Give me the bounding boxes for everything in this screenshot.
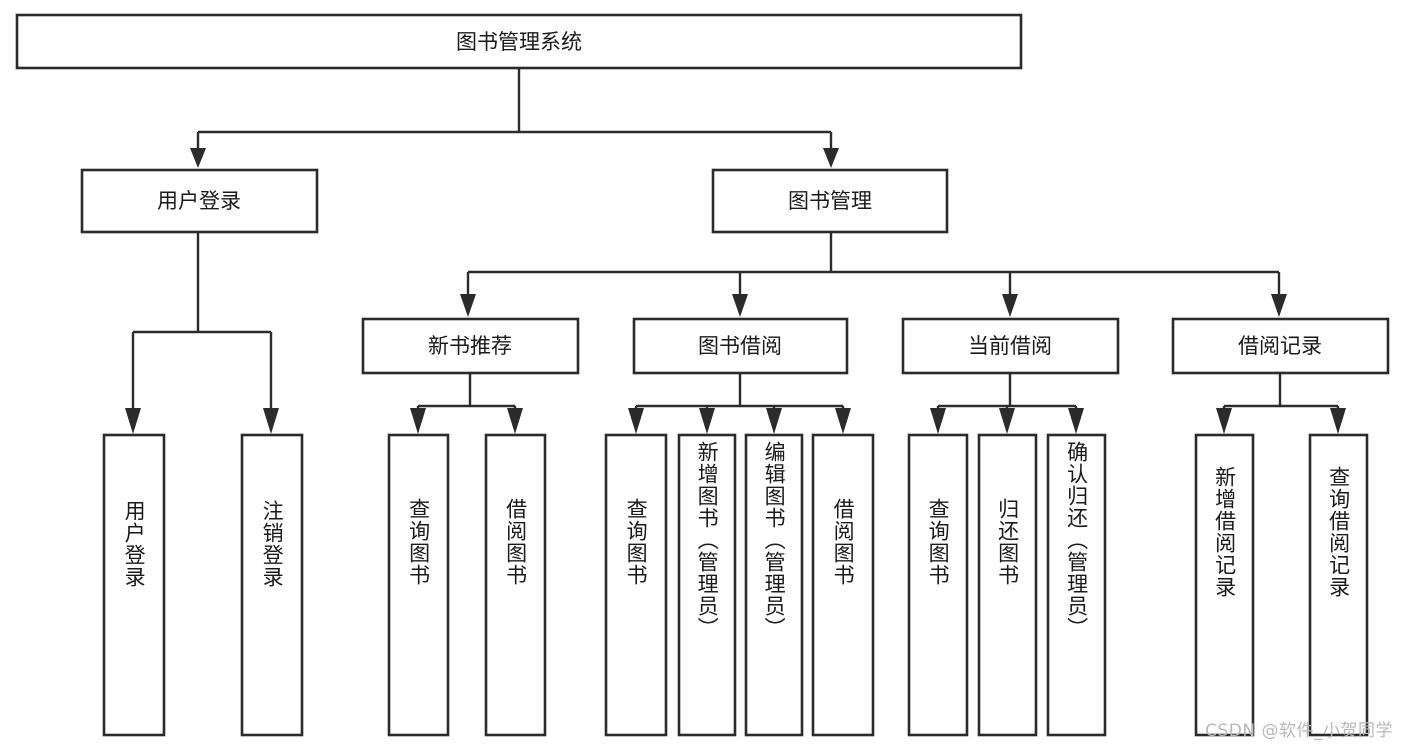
leaf-box-borrowrecord-add[interactable] [1194, 433, 1255, 737]
leaf-box-currentborrow-confirm[interactable] [1046, 433, 1107, 737]
arrow-currentborrow-leaf1 [930, 408, 946, 434]
leaf-box-borrowrecord-query[interactable] [1308, 433, 1369, 737]
node-root-book-management-system[interactable]: 图书管理系统 [15, 13, 1023, 70]
arrow-currentborrow-leaf2 [999, 408, 1015, 434]
node-book-management-label: 图书管理 [788, 189, 872, 213]
arrow-bookmgmt-to-bookborrow [732, 294, 748, 317]
arrow-userlogin-leaf2 [263, 408, 279, 434]
leaf-boxes-current-borrow [907, 433, 1107, 737]
leaf-box-user-login-login[interactable] [102, 433, 166, 737]
leaf-box-bookborrow-add[interactable] [677, 433, 737, 737]
leaf-box-bookborrow-query[interactable] [604, 433, 668, 737]
node-user-login[interactable]: 用户登录 [80, 168, 319, 234]
node-borrow-record[interactable]: 借阅记录 [1171, 317, 1390, 375]
arrow-bookmgmt-to-borrowrecord [1271, 294, 1287, 317]
node-user-login-label: 用户登录 [157, 189, 241, 213]
node-book-management[interactable]: 图书管理 [711, 168, 949, 234]
leaf-box-currentborrow-return[interactable] [977, 433, 1038, 737]
arrow-root-to-bookmgmt [823, 148, 839, 168]
leaf-box-newbook-query[interactable] [387, 433, 450, 737]
node-root-box [15, 13, 1023, 70]
arrow-bookborrow-leaf3 [766, 408, 782, 434]
arrow-borrowrecord-leaf1 [1216, 408, 1232, 434]
node-user-login-box [80, 168, 319, 234]
leaf-boxes-book-borrow [604, 433, 875, 737]
leaf-box-currentborrow-query[interactable] [907, 433, 969, 737]
node-current-borrow-label: 当前借阅 [968, 334, 1052, 358]
leaf-boxes-borrow-record [1194, 433, 1369, 737]
arrow-bookmgmt-to-newbook [460, 294, 476, 317]
node-new-book-recommend-label: 新书推荐 [428, 334, 512, 358]
arrow-root-to-userlogin [190, 148, 206, 168]
leaf-boxes-new-book-recommend [387, 433, 547, 737]
node-book-borrow-box [632, 317, 849, 375]
node-book-borrow[interactable]: 图书借阅 [632, 317, 849, 375]
leaf-box-newbook-borrow[interactable] [484, 433, 547, 737]
node-borrow-record-box [1171, 317, 1390, 375]
node-root-label: 图书管理系统 [456, 30, 582, 54]
arrow-borrowrecord-leaf2 [1330, 408, 1346, 434]
leaf-boxes-user-login [102, 433, 304, 737]
node-new-book-recommend[interactable]: 新书推荐 [361, 317, 580, 375]
node-current-borrow[interactable]: 当前借阅 [901, 317, 1120, 375]
arrow-newbook-leaf2 [507, 408, 523, 434]
node-borrow-record-label: 借阅记录 [1238, 334, 1322, 358]
leaf-box-bookborrow-edit[interactable] [744, 433, 804, 737]
leaf-box-user-login-logout[interactable] [240, 433, 304, 737]
leaf-box-bookborrow-borrow[interactable] [811, 433, 875, 737]
node-book-borrow-label: 图书借阅 [698, 334, 782, 358]
arrow-currentborrow-leaf3 [1068, 408, 1084, 434]
node-new-book-recommend-box [361, 317, 580, 375]
arrow-newbook-leaf1 [410, 408, 426, 434]
arrow-bookmgmt-to-currentborrow [1002, 294, 1018, 317]
connector-layer [125, 68, 1346, 434]
arrow-userlogin-leaf1 [125, 408, 141, 434]
arrow-bookborrow-leaf4 [835, 408, 851, 434]
arrow-bookborrow-leaf1 [628, 408, 644, 434]
watermark-text: CSDN @软件_小贺同学 [1205, 721, 1393, 741]
arrow-bookborrow-leaf2 [699, 408, 715, 434]
node-current-borrow-box [901, 317, 1120, 375]
node-book-management-box [711, 168, 949, 234]
